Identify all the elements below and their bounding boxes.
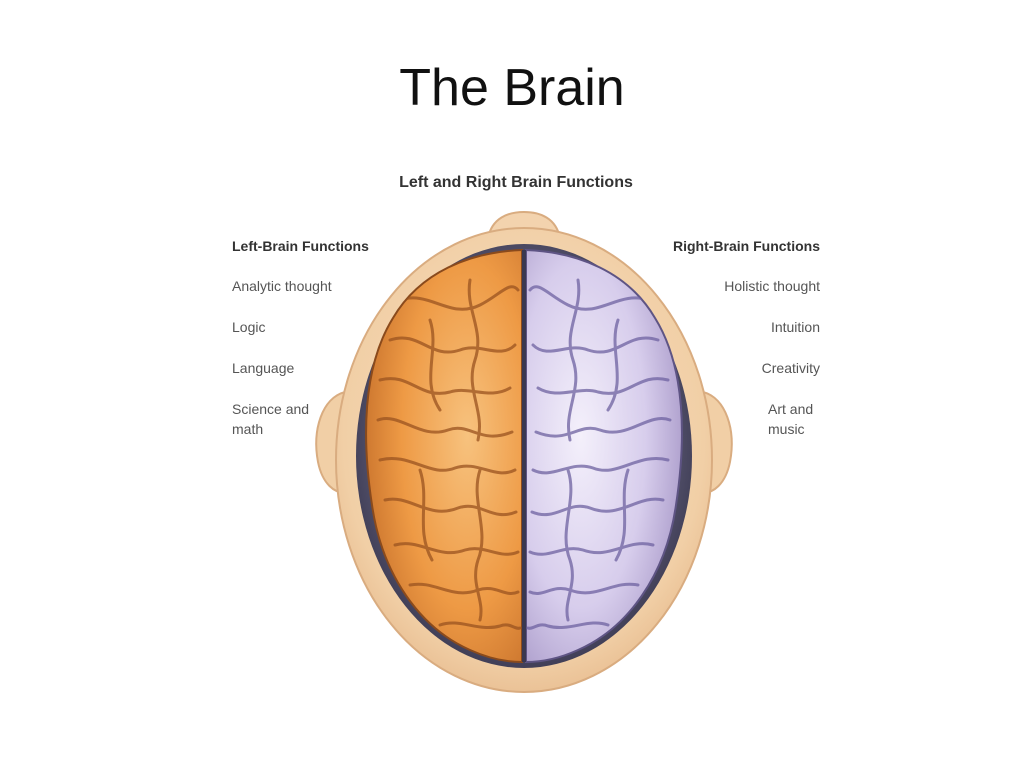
right-function-item: Intuition bbox=[770, 319, 820, 335]
figure-title: Left and Right Brain Functions bbox=[399, 174, 633, 191]
right-function-item: Creativity bbox=[761, 360, 820, 376]
right-function-item: Holistic thought bbox=[724, 278, 820, 294]
right-brain-functions: Right-Brain Functions Holistic thought I… bbox=[640, 238, 820, 440]
left-function-item: Science and math bbox=[232, 401, 310, 437]
slide-title: The Brain bbox=[399, 59, 625, 117]
left-function-item: Logic bbox=[232, 319, 266, 335]
left-function-item: Language bbox=[232, 360, 295, 376]
right-function-item: Art and music bbox=[768, 401, 814, 437]
right-brain-heading: Right-Brain Functions bbox=[673, 238, 820, 254]
left-brain-heading: Left-Brain Functions bbox=[232, 238, 369, 254]
left-brain-functions: Left-Brain Functions Analytic thought Lo… bbox=[232, 238, 392, 440]
right-hemisphere bbox=[525, 248, 683, 664]
left-hemisphere bbox=[365, 248, 523, 664]
left-function-item: Analytic thought bbox=[232, 278, 332, 294]
